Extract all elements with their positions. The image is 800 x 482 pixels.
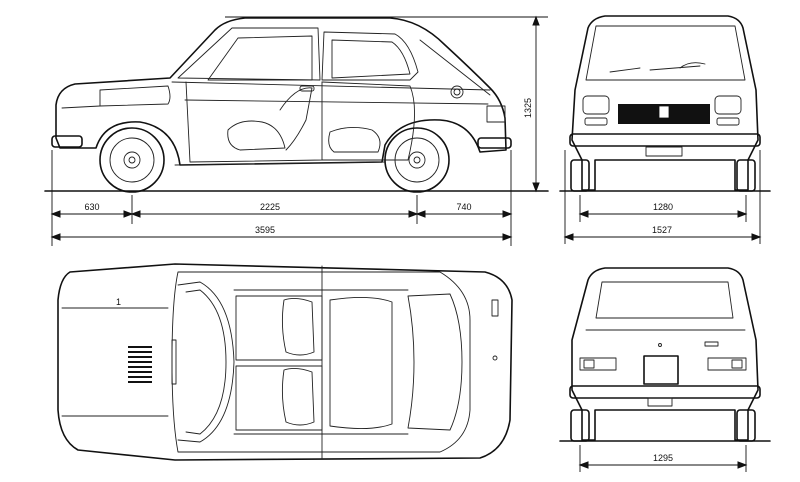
rear-right-light	[707, 357, 747, 371]
rear-overhang-label: 740	[456, 202, 471, 212]
fuel-cap	[450, 85, 464, 99]
door-outline	[185, 81, 323, 163]
rear-view-window	[595, 281, 734, 319]
front-overhang-label: 630	[84, 202, 99, 212]
license-plate	[643, 355, 679, 385]
rear-body-outline	[571, 267, 759, 441]
top-view: 1	[57, 263, 513, 461]
top-rear-window	[407, 293, 463, 431]
windshield	[585, 25, 746, 81]
rear-view-bumper	[569, 385, 761, 399]
front-bumper	[51, 135, 83, 148]
rear-seat	[328, 127, 381, 153]
rear-left-light	[579, 357, 617, 371]
front-window-inner	[207, 35, 313, 81]
right-headlight	[714, 95, 742, 115]
front-view	[559, 15, 771, 192]
front-dimensions: 1280 1527	[563, 150, 762, 244]
rear-bumper	[477, 137, 512, 149]
top-front-seats	[235, 295, 323, 361]
front-window	[177, 27, 321, 81]
rear-window	[321, 31, 419, 81]
front-view-bumper	[569, 133, 761, 147]
hood-vents	[128, 346, 152, 383]
door-handle	[299, 85, 315, 92]
front-wheel	[99, 127, 165, 193]
height-dimension: 1325	[225, 15, 548, 193]
rear-dimensions: 1295	[578, 445, 748, 472]
side-body-outline	[55, 17, 507, 166]
rear-track-label: 1295	[653, 453, 673, 463]
wheelbase-label: 2225	[260, 202, 280, 212]
length-dimensions: 630 2225 740 3595	[50, 150, 513, 246]
top-rear-bench	[329, 297, 393, 429]
height-label: 1325	[523, 98, 533, 118]
top-view-label: 1	[116, 297, 121, 307]
rear-window-inner	[331, 39, 411, 79]
front-body-outline	[571, 15, 759, 191]
left-headlight	[582, 95, 610, 115]
side-view: 1325	[44, 15, 549, 193]
front-seat	[227, 120, 286, 151]
rear-wheel	[384, 127, 450, 193]
rear-view	[559, 267, 771, 442]
front-track-label: 1280	[653, 202, 673, 212]
overall-length-label: 3595	[255, 225, 275, 235]
overall-width-label: 1527	[652, 225, 672, 235]
tail-light	[486, 105, 506, 123]
top-body-outline	[57, 263, 513, 461]
